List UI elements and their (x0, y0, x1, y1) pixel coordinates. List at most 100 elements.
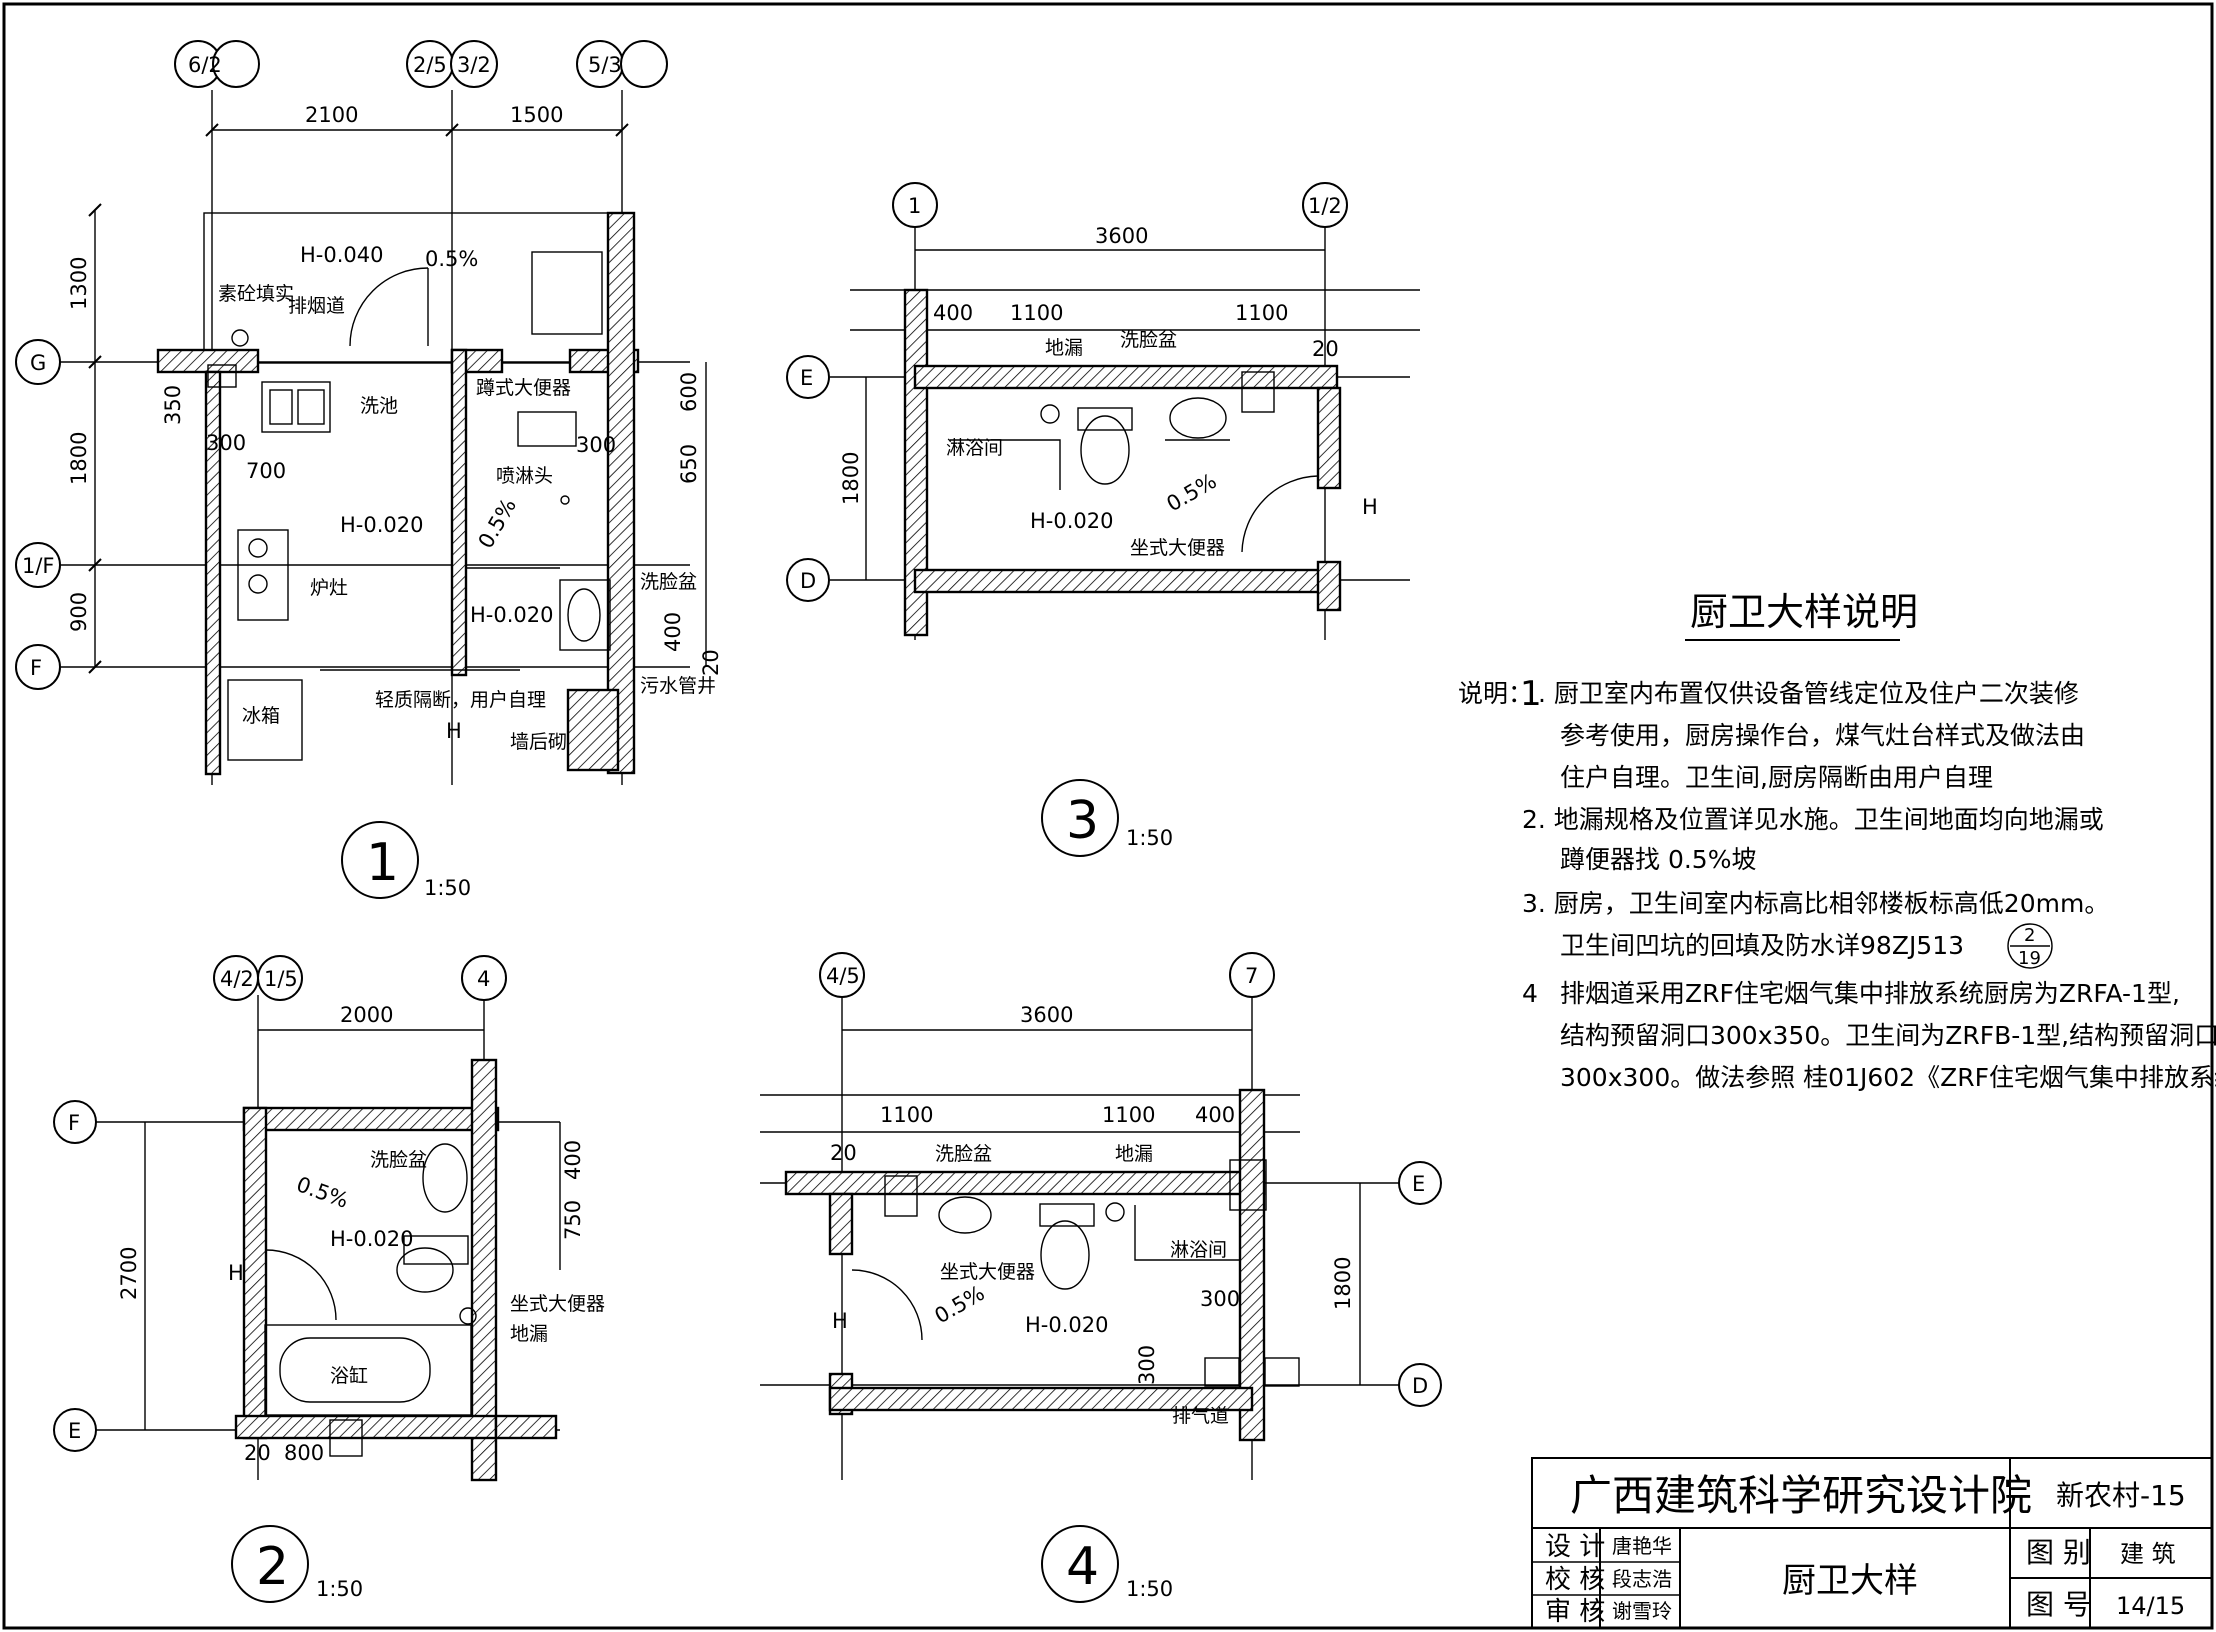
mark3-h: H (1362, 495, 1378, 519)
review-name: 谢雪玲 (1612, 1599, 1672, 1623)
label2-basin: 洗脸盆 (370, 1149, 427, 1171)
label4-drain: 地漏 (1115, 1143, 1153, 1165)
axis2-f: F (68, 1111, 80, 1135)
mark-h: H (446, 719, 462, 743)
slope4: 0.5% (931, 1281, 989, 1328)
dim2-20: 20 (244, 1441, 271, 1465)
axis2-4-2: 4/2 (220, 967, 254, 991)
notes-frac-top: 2 (2024, 925, 2035, 946)
design-label: 设 计 (1545, 1532, 1605, 1562)
dim4-300-b: 300 (1135, 1345, 1159, 1385)
notes-line-10: 300x300。做法参照 桂01J602《ZRF住宅烟气集中排放系统》。 (1560, 1063, 2216, 1092)
axis2-e: E (68, 1419, 81, 1443)
label2-drain: 地漏 (510, 1323, 548, 1345)
detail-3-scale: 1:50 (1126, 826, 1173, 850)
notes-frac-bot: 19 (2018, 948, 2041, 969)
label-sink: 洗池 (360, 395, 398, 417)
axis-1-f: 1/F (22, 554, 55, 578)
elev3-h: H-0.020 (1030, 509, 1114, 533)
detail-4-bathroom-plan: 3600 1100 1100 400 20 4/5 7 E D 1800 (760, 952, 1442, 1603)
detail-2-scale: 1:50 (316, 1577, 363, 1601)
drawing-title: 厨卫大样 (1782, 1561, 1918, 1601)
elev4-h: H-0.020 (1025, 1313, 1109, 1337)
axis-3-2: 3/2 (457, 53, 491, 77)
dim4-1100-a: 1100 (880, 1103, 933, 1127)
dim3-400: 400 (933, 301, 973, 325)
label-sewer: 污水管井 (640, 675, 716, 697)
detail-4-number: 4 (1066, 1537, 1099, 1597)
review-label: 审 核 (1545, 1597, 1605, 1627)
elev2-h: H-0.020 (330, 1227, 414, 1251)
label-basin: 洗脸盆 (640, 571, 697, 593)
label3-drain: 地漏 (1045, 337, 1083, 359)
design-name: 唐艳华 (1612, 1534, 1672, 1558)
notes-line-7: 卫生间凹坑的回填及防水详98ZJ513 (1560, 931, 1964, 960)
dim4-400: 400 (1195, 1103, 1235, 1127)
label-fill: 素砼填实 (218, 283, 294, 305)
label-partition: 轻质隔断，用户自理 (375, 689, 546, 711)
dim-300-a: 300 (206, 431, 246, 455)
label3-shower: 淋浴间 (946, 437, 1003, 459)
dim4-20: 20 (830, 1141, 857, 1165)
notes-line-9: 结构预留洞口300x350。卫生间为ZRFB-1型,结构预留洞口 (1560, 1021, 2216, 1050)
elev-h-0-020-kitchen: H-0.020 (340, 513, 424, 537)
notes-line-5: 蹲便器找 0.5%坡 (1560, 845, 1756, 874)
notes-line-8: 排烟道采用ZRF住宅烟气集中排放系统厨房为ZRFA-1型, (1560, 979, 2180, 1008)
axis3-1-2: 1/2 (1308, 194, 1342, 218)
label-shower: 喷淋头 (496, 465, 553, 487)
notes-n1: 1 (1520, 674, 1542, 714)
notes-line-2: 参考使用，厨房操作台，煤气灶台样式及做法由 (1560, 721, 2085, 750)
label-stove: 炉灶 (310, 577, 348, 599)
elev-h-0-040: H-0.040 (300, 243, 384, 267)
detail-2-bathroom-plan: 2000 4/2 1/5 4 F E 2700 洗脸盆 坐式大便器 地漏 浴缸 … (53, 955, 605, 1603)
title-block: 广西建筑科学研究设计院 新农村-15 设 计 唐艳华 校 核 段志浩 审 核 谢… (1531, 1457, 2213, 1629)
label2-toilet: 坐式大便器 (510, 1293, 605, 1315)
label-flue: 排烟道 (288, 295, 345, 317)
notes-line-8-num: 4 (1522, 979, 1538, 1008)
dim-900: 900 (67, 592, 91, 632)
dim-2100: 2100 (305, 103, 358, 127)
mark4-h: H (832, 1309, 848, 1333)
axis3-1: 1 (908, 194, 921, 218)
dim-700: 700 (246, 459, 286, 483)
label2-tub: 浴缸 (330, 1365, 368, 1387)
label3-toilet: 坐式大便器 (1130, 537, 1225, 559)
label4-vent: 排气道 (1172, 1405, 1229, 1427)
dim2-750: 750 (561, 1200, 585, 1240)
slope-2: 0.5% (474, 494, 521, 552)
dim-400: 400 (661, 612, 685, 652)
dim2-800: 800 (284, 1441, 324, 1465)
dim-1500: 1500 (510, 103, 563, 127)
slope2: 0.5% (293, 1172, 351, 1213)
axis3-d: D (800, 569, 816, 593)
dim-350: 350 (161, 385, 185, 425)
label4-shower: 淋浴间 (1170, 1239, 1227, 1261)
dim-1800: 1800 (67, 432, 91, 485)
dim2-2000: 2000 (340, 1003, 393, 1027)
detail-1-scale: 1:50 (424, 876, 471, 900)
axis-g: G (30, 351, 46, 375)
notes-line-6: 3. 厨房，卫生间室内标高比相邻楼板标高低20mm。 (1522, 889, 2109, 918)
elev-h-0-020-bath: H-0.020 (470, 603, 554, 627)
dim4-1100-b: 1100 (1102, 1103, 1155, 1127)
dim-650: 650 (677, 444, 701, 484)
dim-20: 20 (699, 649, 723, 676)
notes-title: 厨卫大样说明 (1690, 590, 1918, 634)
detail-3-bathroom-plan: 3600 400 1100 1100 20 1 1/2 E D 1800 地漏 … (786, 182, 1420, 857)
check-name: 段志浩 (1612, 1567, 1672, 1591)
axis-f: F (30, 656, 42, 680)
axis-2-5: 2/5 (413, 53, 447, 77)
axis4-7: 7 (1245, 964, 1258, 988)
institute-name: 广西建筑科学研究设计院 (1570, 1471, 2032, 1520)
dim-300-b: 300 (576, 433, 616, 457)
dim3-1800: 1800 (839, 452, 863, 505)
label-wallafter: 墙后砌 (510, 731, 567, 753)
project-code: 新农村-15 (2056, 1479, 2186, 1512)
axis-5-3: 5/3 (588, 53, 622, 77)
dim2-400: 400 (561, 1140, 585, 1180)
mark2-h: H (228, 1261, 244, 1285)
detail-2-number: 2 (256, 1537, 289, 1597)
dim-1300: 1300 (67, 257, 91, 310)
dim2-2700: 2700 (117, 1247, 141, 1300)
